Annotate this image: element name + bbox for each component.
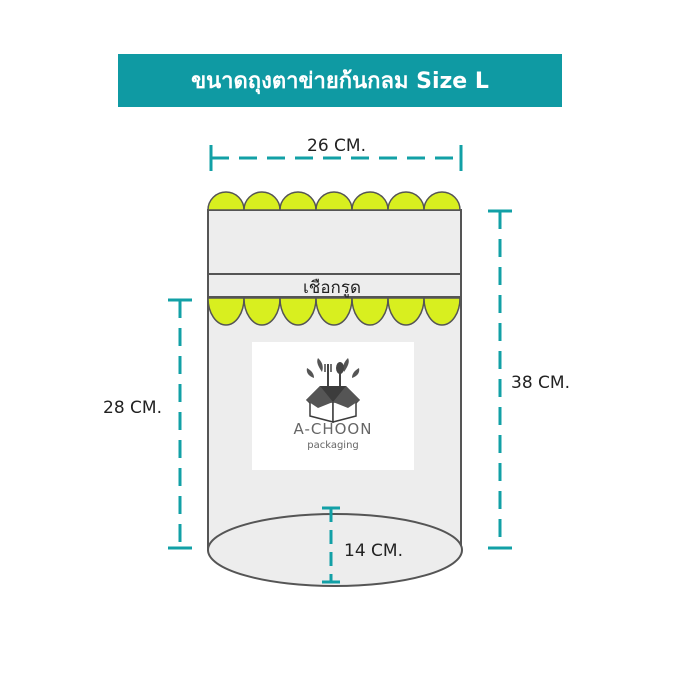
- base-label: 14 CM.: [344, 541, 403, 561]
- brand-logo: A-CHOON packaging: [252, 342, 414, 470]
- top-scallops: [207, 191, 461, 211]
- bag-base: [207, 513, 463, 587]
- title-text: ขนาดถุงตาข่ายก้นกลม Size L: [191, 69, 489, 94]
- base-dimension: [322, 506, 340, 584]
- total-height-label: 38 CM.: [511, 373, 570, 393]
- body-height-label: 28 CM.: [103, 398, 162, 418]
- width-dimension: [209, 145, 463, 171]
- total-height-dimension: [488, 209, 512, 550]
- width-label: 26 CM.: [307, 136, 366, 156]
- band-scallops: [207, 297, 461, 326]
- body-height-dimension: [168, 298, 192, 550]
- title-banner: ขนาดถุงตาข่ายก้นกลม Size L: [118, 54, 562, 107]
- drawstring-band: [207, 273, 462, 298]
- box-icon: [306, 358, 360, 423]
- logo-brand: A-CHOON: [293, 420, 373, 438]
- drawstring-label: เชือกรูด: [303, 278, 362, 298]
- logo-tagline: packaging: [307, 440, 359, 451]
